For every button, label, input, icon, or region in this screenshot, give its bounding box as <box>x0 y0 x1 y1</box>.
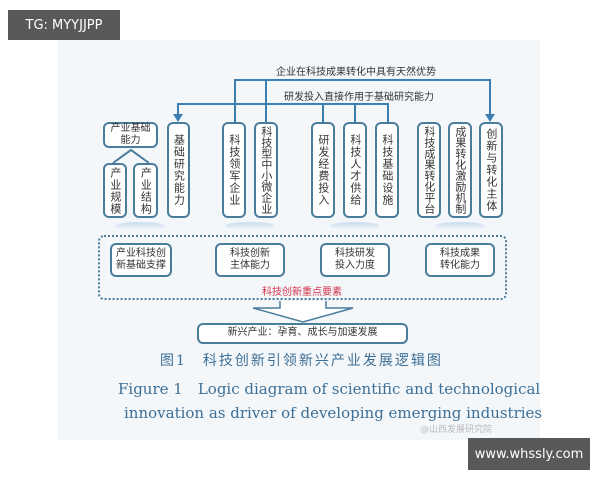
connector <box>177 103 179 115</box>
label-enterprise-advantage: 企业在科技成果转化中具有天然优势 <box>274 63 438 78</box>
box-sme-enterprises: 科技型中小微企业 <box>254 122 278 218</box>
watermark: @山西发展研究院 <box>420 425 493 435</box>
label-rd-investment: 研发投入直接作用于基础研究能力 <box>282 88 436 103</box>
connector <box>489 79 491 115</box>
outcome-box: 新兴产业：孕育、成长与加速发展 <box>197 323 408 344</box>
box-transfer-platform: 科技成果转化平台 <box>417 122 441 218</box>
key-elements-container <box>98 235 507 300</box>
arrow-down-icon <box>173 114 183 122</box>
caption-en-1: Figure 1 Logic diagram of scientific and… <box>118 380 541 398</box>
box-innovation-subject: 创新与转化主体 <box>479 122 503 218</box>
diagram-figure <box>58 40 540 440</box>
summary-foundation: 产业科技创新基础支撑 <box>110 243 172 277</box>
box-leading-enterprises: 科技领军企业 <box>222 122 246 218</box>
connector <box>265 79 267 123</box>
box-incentive-mechanism: 成果转化激励机制 <box>448 122 472 218</box>
shadow <box>225 222 275 230</box>
top-left-overlay: TG: MYYJJPP <box>8 10 120 40</box>
shadow <box>115 222 165 230</box>
box-basic-research: 基础研究能力 <box>167 122 190 218</box>
connector <box>322 103 324 123</box>
arrow-down-icon <box>485 114 495 122</box>
box-infrastructure: 科技基础设施 <box>375 122 399 218</box>
connector <box>354 103 356 123</box>
connector <box>234 79 236 123</box>
summary-rd: 科技研发投入力度 <box>320 243 390 277</box>
box-rd-funding: 研发经费投入 <box>311 122 335 218</box>
caption-cn: 图1 科技创新引领新兴产业发展逻辑图 <box>160 353 443 369</box>
key-elements-label: 科技创新重点要素 <box>262 287 342 298</box>
shadow <box>435 222 485 230</box>
big-arrow-icon <box>252 301 354 323</box>
connector-top <box>234 79 491 81</box>
connector <box>387 103 389 123</box>
box-talent-supply: 科技人才供给 <box>343 122 367 218</box>
box-industry-structure: 产业结构 <box>133 163 158 218</box>
shadow <box>330 222 380 230</box>
connector-mid <box>177 103 389 105</box>
branch-connector <box>112 148 150 164</box>
caption-en-2: innovation as driver of developing emerg… <box>124 404 543 422</box>
summary-subject: 科技创新主体能力 <box>215 243 285 277</box>
bottom-right-overlay: www.whssly.com <box>468 438 590 470</box>
box-industry-scale: 产业规模 <box>103 163 127 218</box>
box-industry-foundation: 产业基础能力 <box>103 122 158 148</box>
summary-transfer: 科技成果转化能力 <box>425 243 495 277</box>
